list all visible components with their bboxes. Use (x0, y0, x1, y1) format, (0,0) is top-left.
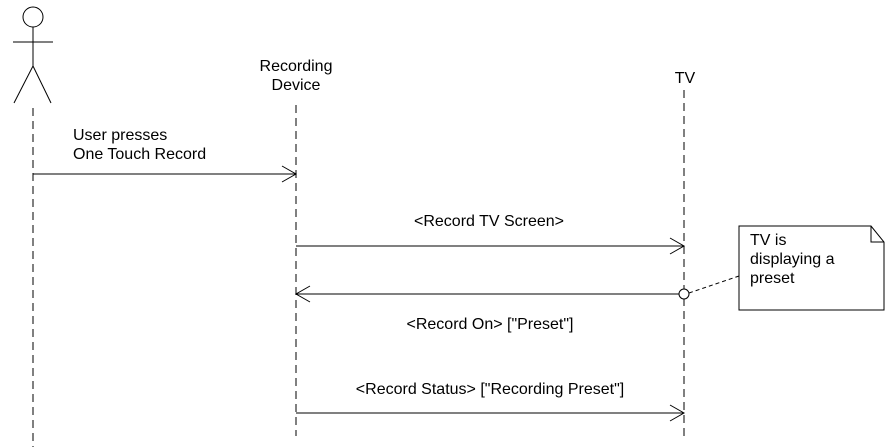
participant-label-line2: Device (271, 77, 321, 94)
participant-label-line1: Recording (259, 58, 333, 75)
participant-recording-device: Recording Device (260, 57, 333, 95)
actor-figure (13, 6, 53, 104)
message-record-tv-screen (296, 237, 686, 255)
actor-left-leg (13, 65, 34, 104)
message-record-status (296, 404, 686, 422)
message-record-on (294, 285, 684, 303)
message-label-record-tv-screen: <Record TV Screen> (413, 213, 565, 230)
note-box (738, 225, 885, 311)
actor-head (22, 6, 44, 28)
participant-tv: TV (674, 70, 696, 87)
note-line2: displaying a (750, 251, 835, 268)
message-user-presses (33, 165, 298, 183)
message-label-record-on: <Record On> ["Preset"] (406, 316, 574, 333)
message-label-line2: One Touch Record (73, 146, 207, 163)
message-label-record-status: <Record Status> ["Recording Preset"] (355, 381, 625, 398)
note-line1: TV is (750, 232, 787, 249)
note-connector (688, 275, 740, 294)
note-line3: preset (750, 270, 795, 287)
note-anchor (678, 288, 690, 300)
message-label-user-presses: User presses One Touch Record (73, 126, 206, 164)
actor-right-leg (32, 65, 52, 104)
note-text: TV is displaying a preset (750, 231, 835, 288)
message-label-line1: User presses (73, 127, 168, 144)
